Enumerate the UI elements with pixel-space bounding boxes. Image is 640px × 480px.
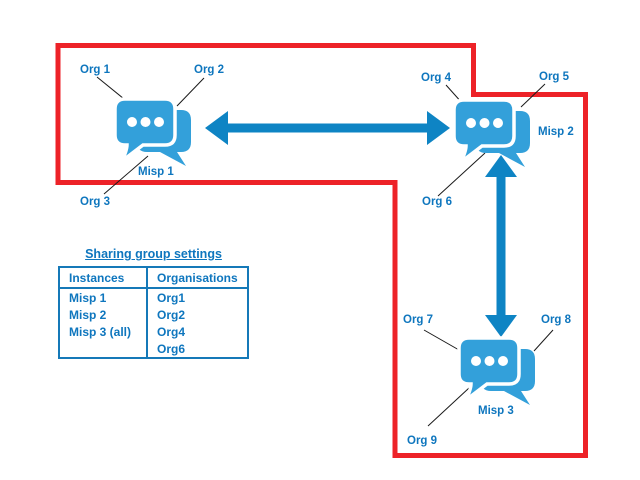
org9-misp3-line <box>427 387 470 427</box>
org8-label: Org 8 <box>541 314 572 326</box>
misp3-label: Misp 3 <box>478 405 514 417</box>
misp1-chat-bubbles-icon <box>113 97 193 168</box>
arrow-head-right <box>427 111 450 145</box>
table-cell-instance: Misp 2 <box>69 307 107 322</box>
org2-misp1-line <box>176 77 205 107</box>
arrow-head-down <box>485 315 517 337</box>
arrow-head-up <box>485 155 517 177</box>
org-connector-lines <box>96 76 554 427</box>
org3-label: Org 3 <box>80 196 111 208</box>
table-cell-instance: Misp 1 <box>69 290 107 305</box>
misp2-label: Misp 2 <box>538 126 574 138</box>
org2-label: Org 2 <box>194 64 225 76</box>
org6-misp2-line <box>437 152 486 197</box>
misp1-label: Misp 1 <box>138 166 174 178</box>
sharing-group-settings-title: Sharing group settings <box>85 247 222 261</box>
org5-label: Org 5 <box>539 71 570 83</box>
table-cell-instance: Misp 3 (all) <box>69 324 132 339</box>
column-header-organisations: Organisations <box>146 268 247 289</box>
arrow-head-left <box>205 111 228 145</box>
misp2-misp3-sync-arrow <box>485 155 517 337</box>
misp3-chat-bubbles-icon <box>457 336 537 407</box>
org3-misp1-line <box>103 155 149 195</box>
misp2-chat-bubbles-icon <box>452 98 532 169</box>
org9-label: Org 9 <box>407 435 438 447</box>
table-cell-instance <box>60 340 146 357</box>
org7-label: Org 7 <box>403 314 434 326</box>
table-cell-organisation: Org2 <box>146 306 247 323</box>
org7-misp3-line <box>423 329 460 351</box>
sharing-group-settings-table: Instances Organisations Misp 1 Org1 Misp… <box>58 266 249 359</box>
org1-label: Org 1 <box>80 64 111 76</box>
table-cell-organisation: Org4 <box>146 323 247 340</box>
org4-label: Org 4 <box>421 72 452 84</box>
sharing-group-boundary <box>55 43 588 458</box>
org6-label: Org 6 <box>422 196 453 208</box>
table-cell-organisation: Org1 <box>146 289 247 306</box>
misp1-misp2-sync-arrow <box>205 111 450 145</box>
table-cell-organisation: Org6 <box>146 340 247 357</box>
org8-misp3-line <box>533 329 554 352</box>
column-header-instances: Instances <box>60 268 146 289</box>
org5-misp2-line <box>520 83 546 108</box>
